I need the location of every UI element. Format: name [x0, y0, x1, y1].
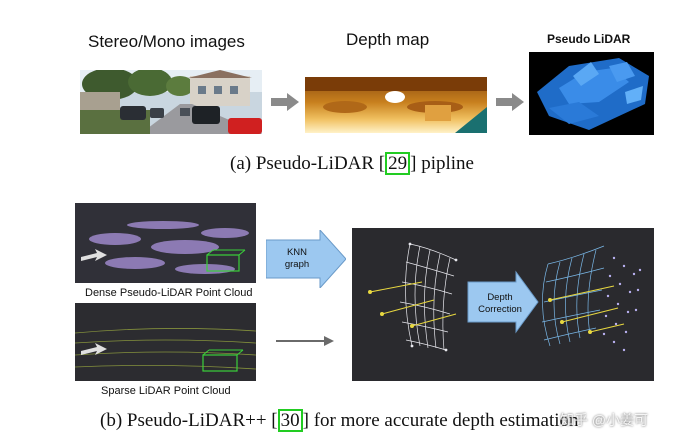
arrow-right-icon — [271, 93, 299, 111]
depth-map-label: Depth map — [346, 30, 430, 49]
dense-point-cloud-label: Dense Pseudo-LiDAR Point Cloud — [85, 287, 253, 299]
sparse-point-cloud-image — [75, 303, 256, 381]
caption-a: (a) Pseudo-LiDAR [29] pipline — [230, 152, 474, 175]
correction-text: Correction — [478, 304, 522, 315]
depth-text: Depth — [487, 292, 513, 303]
caption-b: (b) Pseudo-LiDAR++ [30] for more accurat… — [100, 409, 579, 432]
sparse-point-cloud-label: Sparse LiDAR Point Cloud — [101, 385, 231, 397]
watermark: 知乎 @小姜可 — [560, 412, 649, 428]
citation-29: 29 — [385, 152, 411, 175]
arrow-right-icon — [496, 93, 524, 111]
knn-graph-arrow-icon: KNN graph — [266, 230, 346, 288]
caption-b-prefix: (b) Pseudo-LiDAR++ [ — [100, 410, 278, 431]
caption-b-suffix: ] for more accurate depth estimation — [302, 410, 579, 431]
depth-correction-panel: Depth Correction — [352, 228, 654, 381]
dense-point-cloud-image — [75, 203, 256, 283]
pseudo-lidar-image — [529, 52, 654, 135]
arrow-right-icon — [276, 334, 334, 352]
depth-map-image — [305, 77, 487, 133]
knn-text: KNN — [286, 247, 308, 258]
caption-a-prefix: (a) Pseudo-LiDAR [ — [230, 153, 386, 174]
stereo-mono-label: Stereo/Mono images — [88, 32, 245, 51]
street-scene-image — [80, 70, 262, 134]
caption-a-suffix: ] pipline — [410, 153, 474, 174]
graph-text: graph — [284, 259, 310, 270]
citation-30: 30 — [277, 409, 303, 432]
pseudo-lidar-label: Pseudo LiDAR — [547, 32, 631, 46]
